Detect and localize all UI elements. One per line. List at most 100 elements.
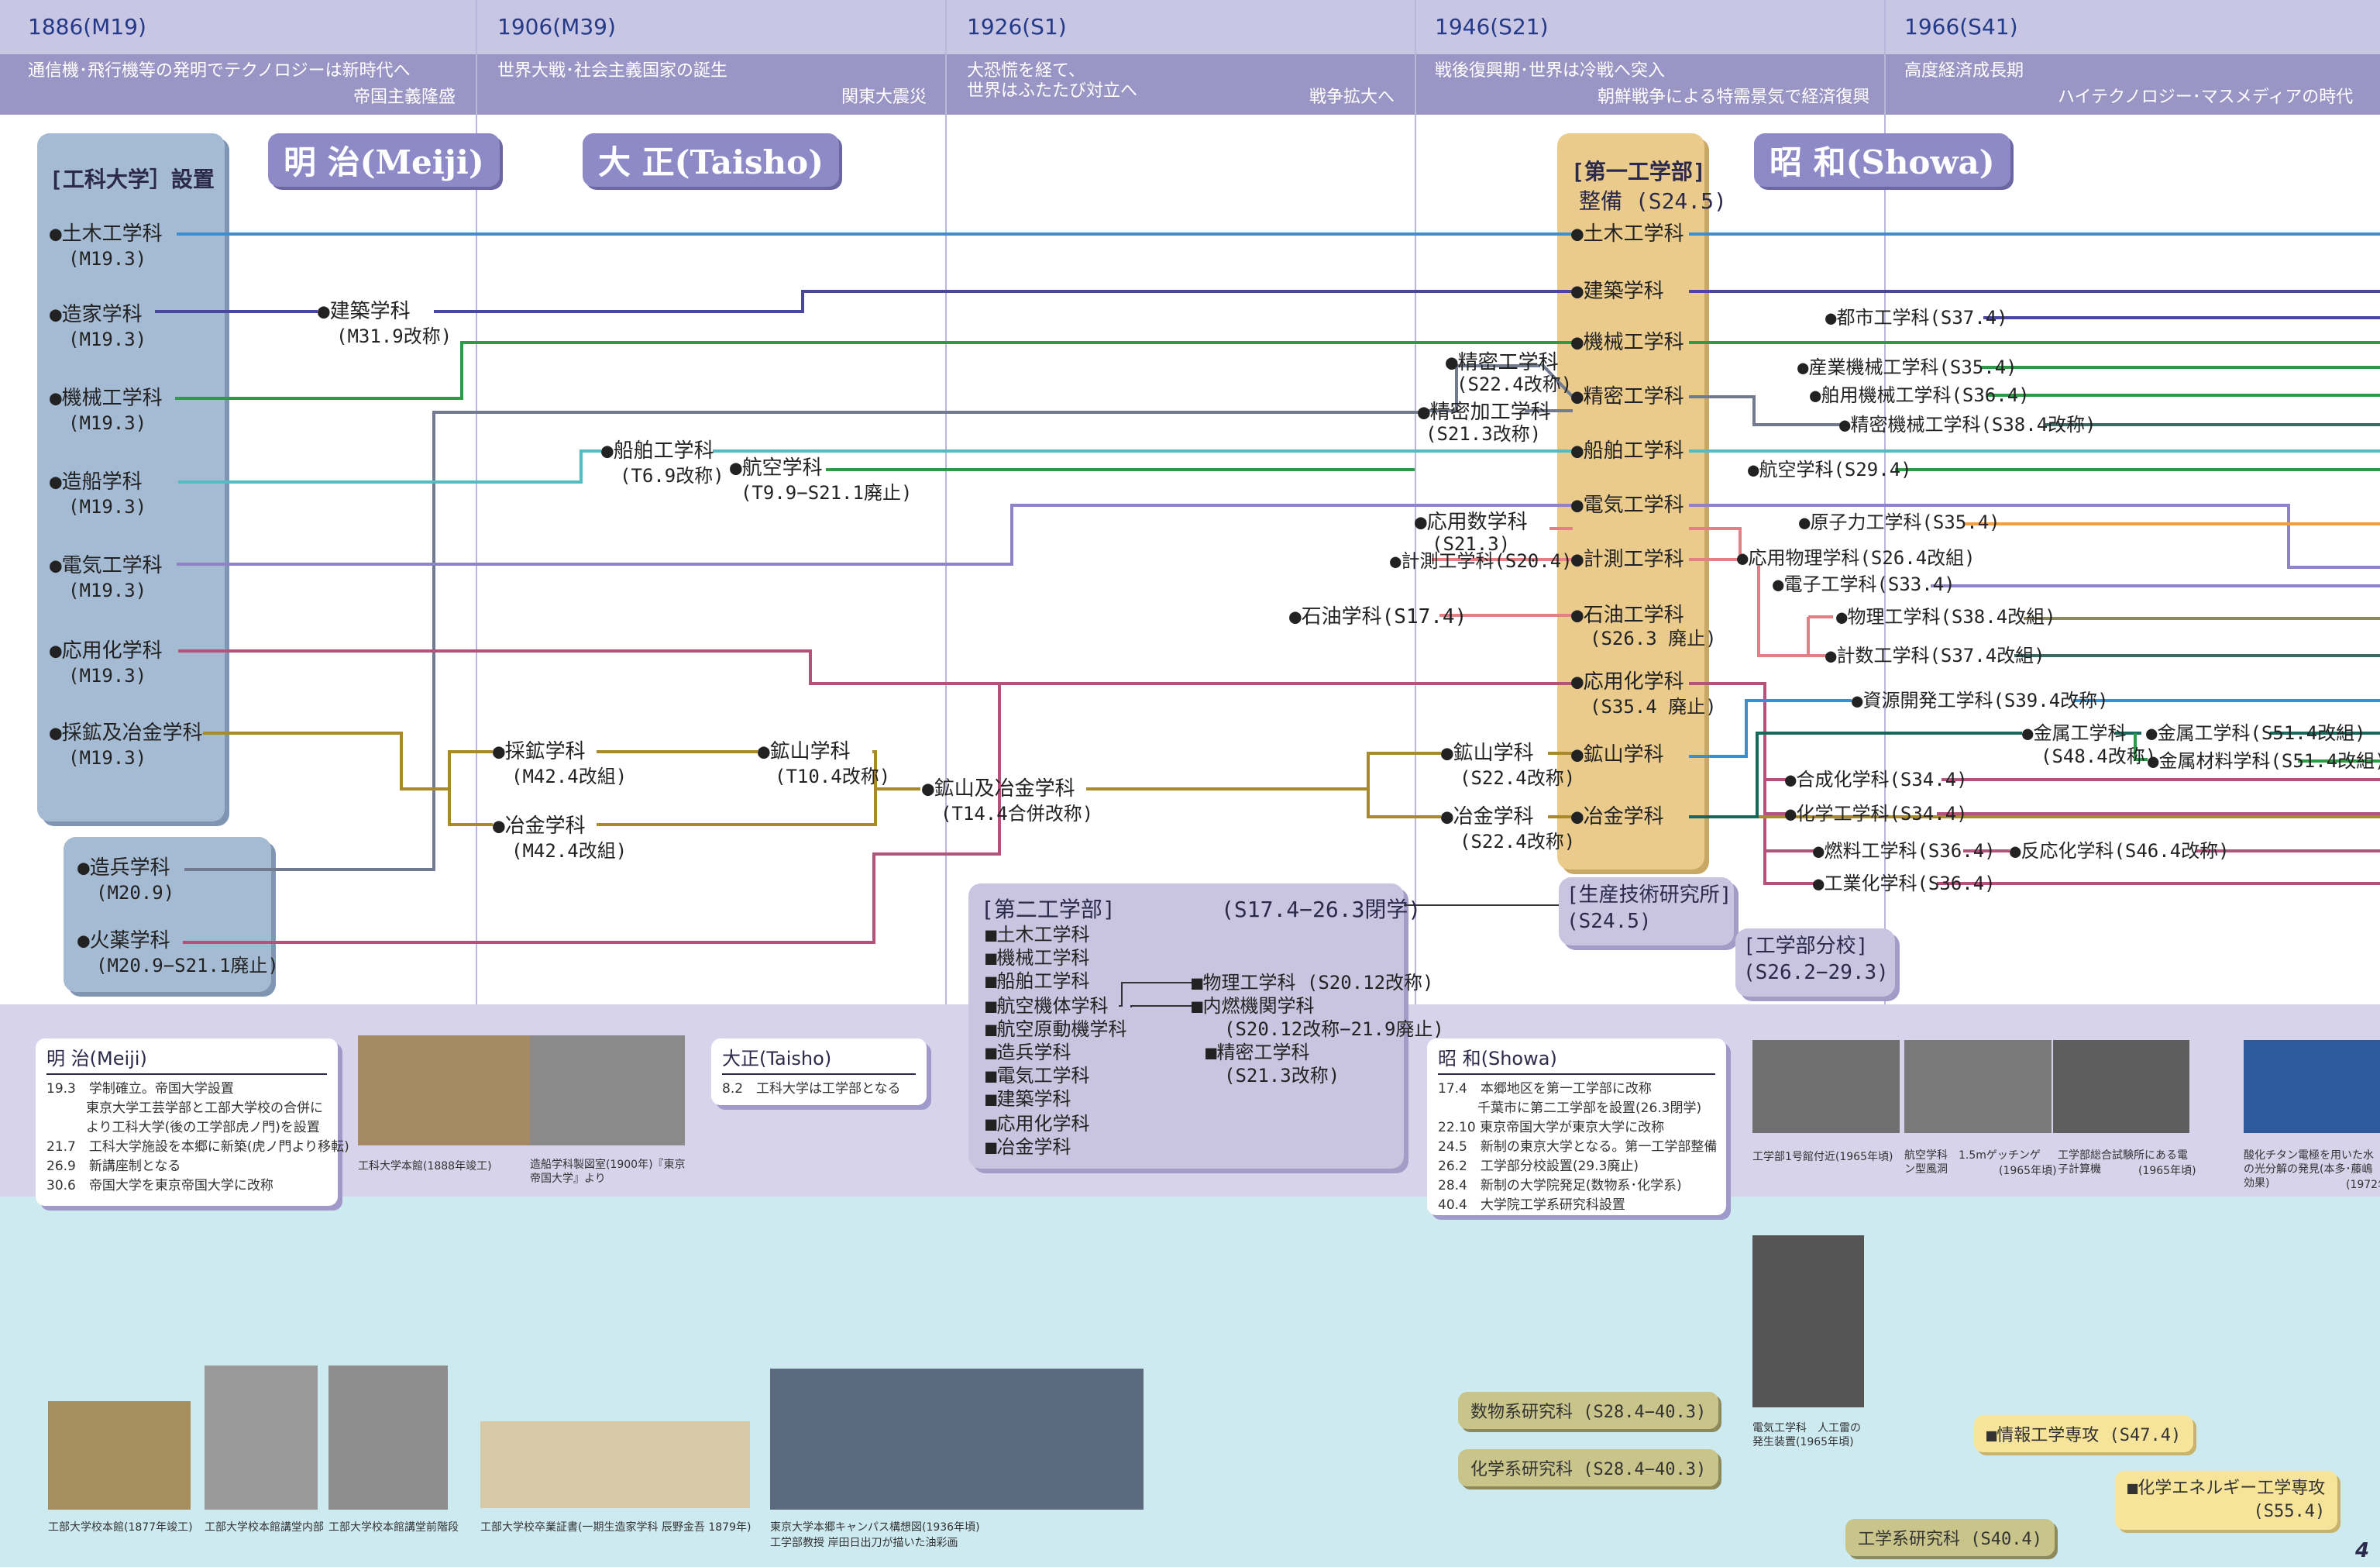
right-dept: ●都市工学科(S37.4)	[1825, 307, 2008, 329]
kenchiku-dept: ●建築学科	[318, 301, 411, 322]
seimitsukakou-dept: ●精密加工学科	[1418, 401, 1551, 423]
right-dept: ●産業機械工学科(S35.4)	[1797, 356, 2017, 378]
kouka-dept-date: (M19.3)	[68, 747, 146, 769]
mining-line	[1086, 753, 1441, 789]
dai2-dept: ■冶金学科	[985, 1136, 1071, 1158]
koukuu-dept: ●航空学科	[730, 457, 823, 479]
dai2-branch-date: (S21.3改称)	[1224, 1065, 1340, 1087]
grad-suubutsu: 数物系研究科 (S28.4−40.3)	[1458, 1392, 1718, 1429]
kouzanyakin-date: (T14.4合併改称)	[941, 803, 1093, 825]
dai2-dept: ■建築学科	[985, 1088, 1071, 1110]
right-dept: ●精密機械工学科(S38.4改称)	[1839, 414, 2096, 436]
kouka-dept-date: (M19.3)	[68, 248, 146, 270]
photo-caption: 工部大学校本館講堂内部	[205, 1521, 324, 1534]
kouzan2-date: (S22.4改称)	[1460, 767, 1575, 789]
photo-caption: 東京大学本郷キャンパス構想図(1936年頃)	[770, 1521, 980, 1534]
photo-caption: 電気工学科 人工雷の発生装置(1965年頃)	[1752, 1421, 1864, 1449]
right-dept: ●金属工学科(S51.4改組)	[2146, 722, 2366, 744]
timeline-entry: 8.2 工科大学は工学部となる	[711, 1080, 927, 1099]
right-dept: ●工業化学科(S36.4)	[1813, 873, 1996, 894]
timeline-entry: 26.9 新講座制となる	[36, 1157, 338, 1176]
seisan-date: (S24.5)	[1567, 908, 1734, 935]
photo-keisanki	[2053, 1040, 2189, 1133]
dai2-branch: ■精密工学科	[1205, 1042, 1309, 1063]
seisan-title: [生産技術研究所]	[1567, 882, 1734, 908]
kouzan2-dept: ●鉱山学科	[1441, 742, 1534, 764]
dai1-title: [第一工学部]	[1571, 155, 1706, 186]
chem-line	[178, 651, 1573, 684]
timeline-entry: 30.6 帝国大学を東京帝国大学に改称	[36, 1176, 338, 1196]
right-dept: ●金属工学科	[2022, 722, 2126, 744]
dai1-dept: ●建築学科	[1571, 281, 1664, 302]
timeline-showa: 昭 和(Showa) 17.4 本郷地区を第一工学部に改称 千葉市に第二工学部を…	[1427, 1038, 1726, 1215]
grad-kaene-date: (S55.4)	[2127, 1500, 2325, 1524]
yakin-dept: ●冶金学科	[493, 815, 586, 837]
ouyousuugaku-dept: ●応用数学科	[1415, 511, 1528, 533]
grad-kougaku: 工学系研究科 (S40.4)	[1845, 1519, 2055, 1556]
right-dept: ●原子力工学科(S35.4)	[1799, 511, 2000, 533]
arch-line	[434, 291, 1573, 312]
bunko-date: (S26.2−29.3)	[1743, 959, 1895, 986]
grad-kaene-label: ■化学エネルギー工学専攻	[2127, 1477, 2325, 1500]
kenchiku-date: (M31.9改称)	[336, 325, 452, 347]
timeline-meiji: 明 治(Meiji) 19.3 学制確立。帝国大学設置 東京大学工芸学部と工部大…	[36, 1038, 338, 1206]
dai1-dept: ●鉱山学科	[1571, 744, 1664, 766]
photo-koudou-naibu	[205, 1366, 318, 1510]
yakin2-date: (S22.4改称)	[1460, 831, 1575, 852]
seimitsu-date: (S22.4改称)	[1457, 374, 1572, 395]
ship-line	[178, 451, 601, 482]
yakin2-dept: ●冶金学科	[1441, 806, 1534, 828]
photo-fuudou	[1904, 1040, 2052, 1133]
dai2-dept: ■航空原動機学科	[985, 1018, 1126, 1040]
kouka-dept-date: (M19.3)	[68, 580, 146, 601]
mining-line	[1368, 789, 1441, 817]
right-dept: ●電子工学科(S33.4)	[1773, 573, 1955, 595]
photo-honda-fujishima	[2244, 1040, 2380, 1133]
right-dept: ●応用物理学科(S26.4改組)	[1737, 547, 1976, 569]
mining-line	[449, 789, 493, 825]
zouhei-dept: ●造兵学科	[77, 857, 170, 879]
dai1-dept: ●石油工学科	[1571, 604, 1684, 626]
kouka-dept-date: (M19.3)	[68, 329, 146, 350]
photo-caption-date: (1965年頃)	[2138, 1164, 2196, 1178]
right-dept: ●航空学科(S29.4)	[1748, 459, 1912, 480]
zouhei-date: (M20.9)	[96, 882, 174, 904]
kouka-dept-date: (M19.3)	[68, 412, 146, 434]
dai2-dept: ■機械工学科	[985, 947, 1089, 969]
kouka-dept: ●採鉱及冶金学科	[50, 722, 203, 744]
dai1-dept: ●精密工学科	[1571, 386, 1684, 408]
keisoku-line	[1689, 529, 1740, 558]
saikou-date: (M42.4改組)	[511, 766, 627, 787]
right-dept-date: (S48.4改称)	[2041, 746, 2156, 767]
photo-caption: 工部大学校卒業証書(一期生造家学科 辰野金吾 1879年)	[480, 1521, 751, 1534]
senpaku-dept: ●船舶工学科	[601, 440, 714, 462]
photo-caption: 造船学科製図室(1900年)『東京帝国大学』より	[530, 1158, 693, 1186]
timeline-entry: 千葉市に第二工学部を設置(26.3閉学)	[1427, 1099, 1726, 1118]
dai1-subtitle: 整備 (S24.5)	[1579, 184, 1727, 215]
seimitsu-dept: ●精密工学科	[1446, 352, 1559, 374]
kouzan-date: (T10.4改称)	[775, 766, 890, 787]
dai2-dept: ■応用化学科	[985, 1113, 1089, 1135]
photo-kouka-honkan	[358, 1035, 530, 1145]
kouzanyakin-dept: ●鉱山及冶金学科	[922, 778, 1075, 800]
kayaku-dept: ●火薬学科	[77, 930, 170, 952]
dai2-dept: ■電気工学科	[985, 1065, 1089, 1087]
kouzan-dept: ●鉱山学科	[758, 741, 851, 763]
kouka-dept: ●造家学科	[50, 304, 143, 325]
senpaku-date: (T6.9改称)	[620, 465, 724, 487]
dai1-dept: ●応用化学科	[1571, 671, 1684, 693]
photo-sotsugyou-shousho	[480, 1421, 750, 1508]
timeline-meiji-title: 明 治(Meiji)	[46, 1038, 327, 1075]
dai1-dept: ●土木工学科	[1571, 223, 1684, 245]
kouka-dept: ●機械工学科	[50, 387, 163, 409]
grad-jouhou: ■情報工学専攻 (S47.4)	[1974, 1415, 2193, 1452]
photo-caption: 工学部1号館付近(1965年頃)	[1752, 1150, 1893, 1164]
timeline-entry: 28.4 新制の大学院発足(数物系･化学系)	[1427, 1176, 1726, 1196]
sekiyu-old-dept: ●石油学科(S17.4)	[1289, 606, 1467, 628]
timeline-entry: 17.4 本郷地区を第一工学部に改称	[1427, 1080, 1726, 1099]
dai2-dept: ■船舶工学科	[985, 970, 1089, 992]
kouka-dept: ●電気工学科	[50, 555, 163, 577]
mech-line	[175, 343, 1573, 398]
timeline-entry: 40.4 大学院工学系研究科設置	[1427, 1196, 1726, 1215]
seimitsukakou-date: (S21.3改称)	[1426, 423, 1541, 445]
